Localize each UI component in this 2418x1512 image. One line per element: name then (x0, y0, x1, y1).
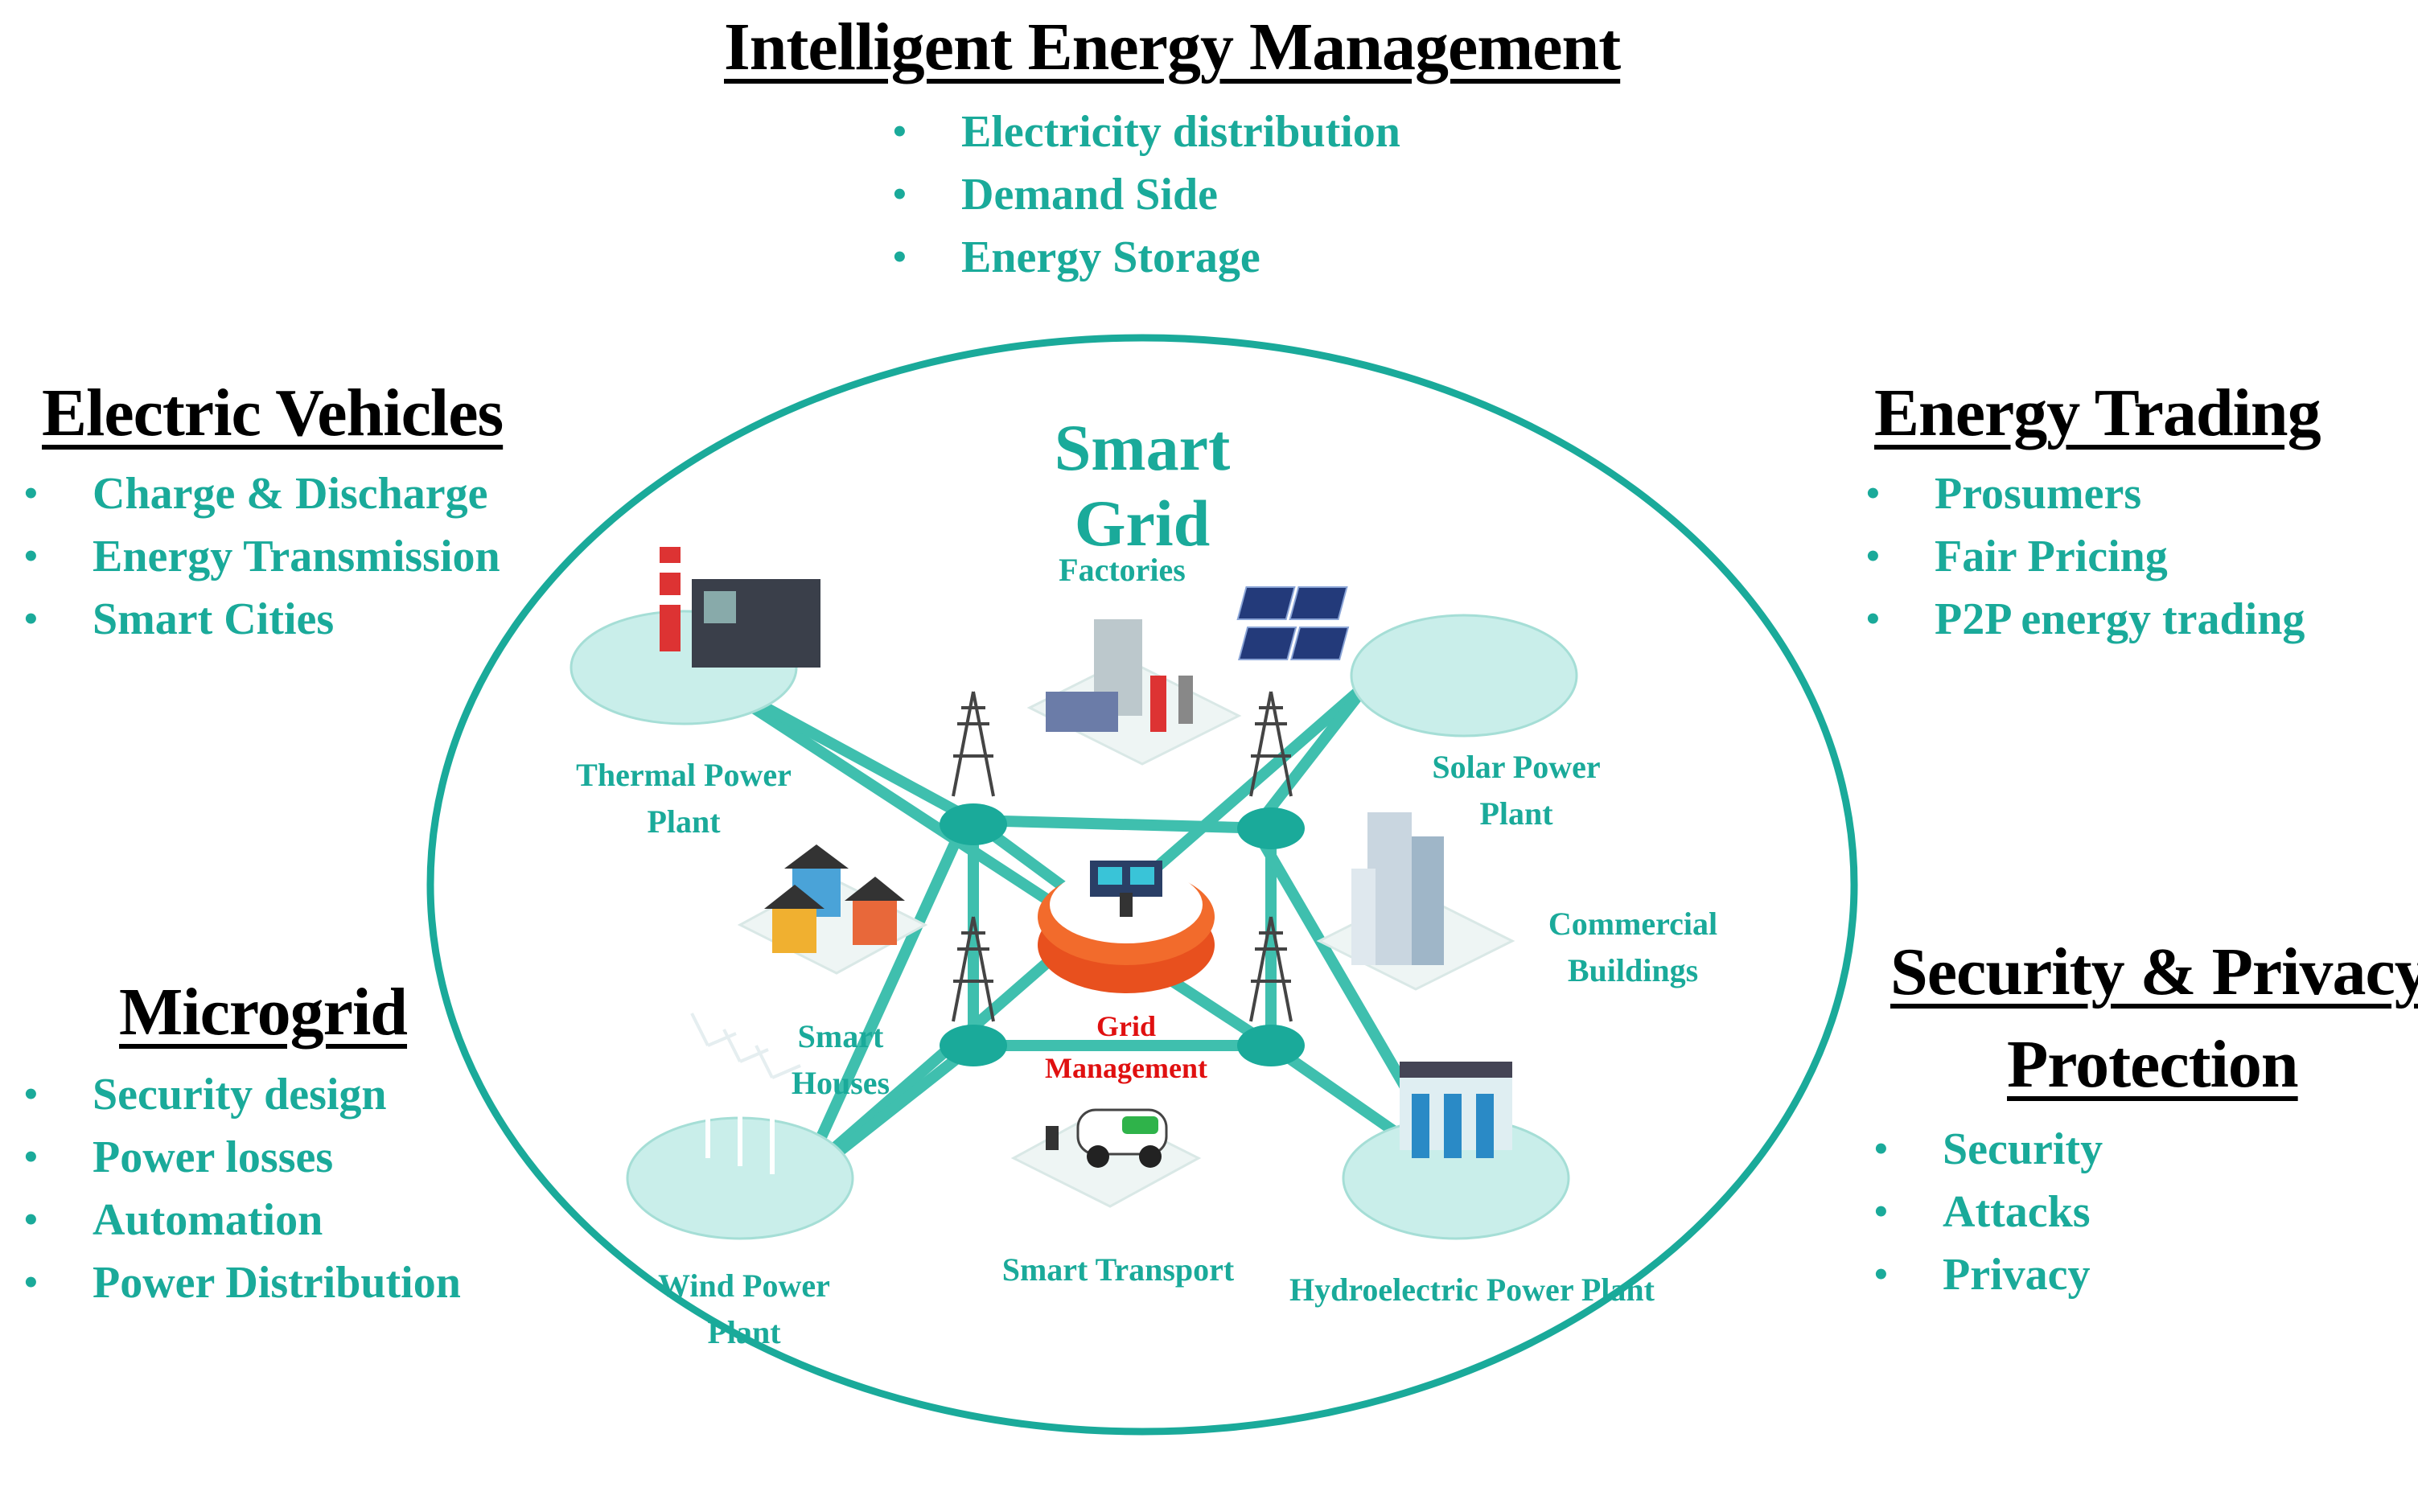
label-line: Management (1045, 1052, 1207, 1084)
label-line: Plant (647, 803, 721, 840)
transmission-tower-icons (952, 691, 1293, 1022)
label-line: Plant (1479, 795, 1553, 832)
grid-management-hub (1038, 861, 1215, 993)
list-microgrid: Security design Power losses Automation … (24, 1063, 461, 1314)
list-item: Security (1874, 1118, 2103, 1181)
label-factories: Factories (1030, 547, 1215, 594)
label-line: Smart (797, 1018, 884, 1054)
thermal-plant-icon (570, 547, 820, 725)
list-item: Power Distribution (24, 1251, 461, 1314)
solar-plant-icon (1236, 586, 1578, 738)
label-hydro-plant: Hydroelectric Power Plant (1287, 1267, 1657, 1313)
list-electric-vehicles: Charge & Discharge Energy Transmission S… (24, 462, 500, 651)
label-smart-transport: Smart Transport (989, 1247, 1247, 1293)
label-commercial-buildings: Commercial Buildings (1528, 901, 1737, 994)
label-line: Buildings (1567, 952, 1699, 988)
heading-microgrid: Microgrid (119, 975, 408, 1050)
list-item: Charge & Discharge (24, 462, 500, 525)
heading-electric-vehicles: Electric Vehicles (42, 376, 504, 450)
list-item: Energy Transmission (24, 525, 500, 588)
label-line: Wind Power (658, 1268, 830, 1304)
list-item: Privacy (1874, 1243, 2103, 1306)
label-line: Factories (1059, 552, 1186, 588)
heading-energy-trading: Energy Trading (1874, 376, 2321, 450)
list-item: Automation (24, 1189, 461, 1251)
heading-security-privacy-line2: Protection (2007, 1027, 2299, 1102)
list-item: Fair Pricing (1866, 525, 2305, 588)
smart-grid-title: Smart Grid (1054, 411, 1231, 560)
list-intelligent-energy: Electricity distribution Demand Side Ene… (893, 101, 1400, 289)
list-energy-trading: Prosumers Fair Pricing P2P energy tradin… (1866, 462, 2305, 651)
wind-plant-icon (626, 1013, 854, 1240)
label-thermal-plant: Thermal Power Plant (563, 752, 804, 845)
label-line: Houses (791, 1065, 890, 1101)
list-item: Electricity distribution (893, 101, 1400, 163)
label-line: Thermal Power (576, 757, 792, 793)
list-item: Power losses (24, 1126, 461, 1189)
list-item: P2P energy trading (1866, 588, 2305, 651)
hydro-plant-icon (1342, 1062, 1570, 1240)
list-item: Security design (24, 1063, 461, 1126)
heading-security-privacy: Security & Privacy (1890, 935, 2418, 1009)
label-line: Commercial (1548, 906, 1718, 942)
smart-houses-icon (737, 844, 928, 975)
label-line: Solar Power (1432, 749, 1601, 785)
label-line: Plant (707, 1314, 781, 1350)
label-solar-plant: Solar Power Plant (1400, 744, 1633, 837)
list-item: Smart Cities (24, 588, 500, 651)
label-line: Grid (1096, 1010, 1156, 1042)
commercial-buildings-icon (1316, 812, 1515, 991)
label-wind-plant: Wind Power Plant (635, 1263, 853, 1356)
label-line: Hydroelectric Power Plant (1289, 1272, 1655, 1308)
list-item: Prosumers (1866, 462, 2305, 525)
label-line: Smart Transport (1001, 1251, 1235, 1288)
label-grid-management: Grid Management (1038, 1005, 1215, 1089)
list-item: Attacks (1874, 1181, 2103, 1243)
list-security-privacy: Security Attacks Privacy (1874, 1118, 2103, 1306)
list-item: Demand Side (893, 163, 1400, 226)
list-item: Energy Storage (893, 226, 1400, 289)
heading-intelligent-energy: Intelligent Energy Management (724, 10, 1621, 84)
label-smart-houses: Smart Houses (772, 1013, 909, 1107)
grid-junctions (940, 803, 1305, 1066)
factories-icon (1026, 619, 1242, 766)
smart-transport-icon (1010, 1108, 1202, 1208)
